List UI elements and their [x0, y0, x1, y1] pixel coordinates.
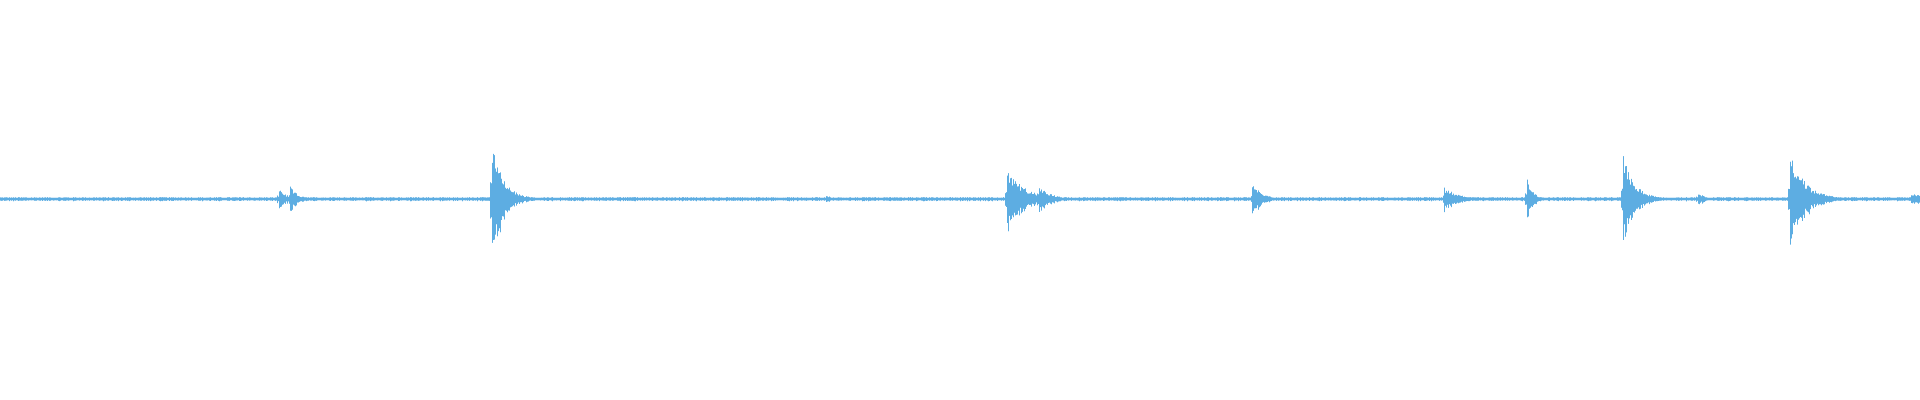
waveform-bars — [0, 153, 1920, 245]
